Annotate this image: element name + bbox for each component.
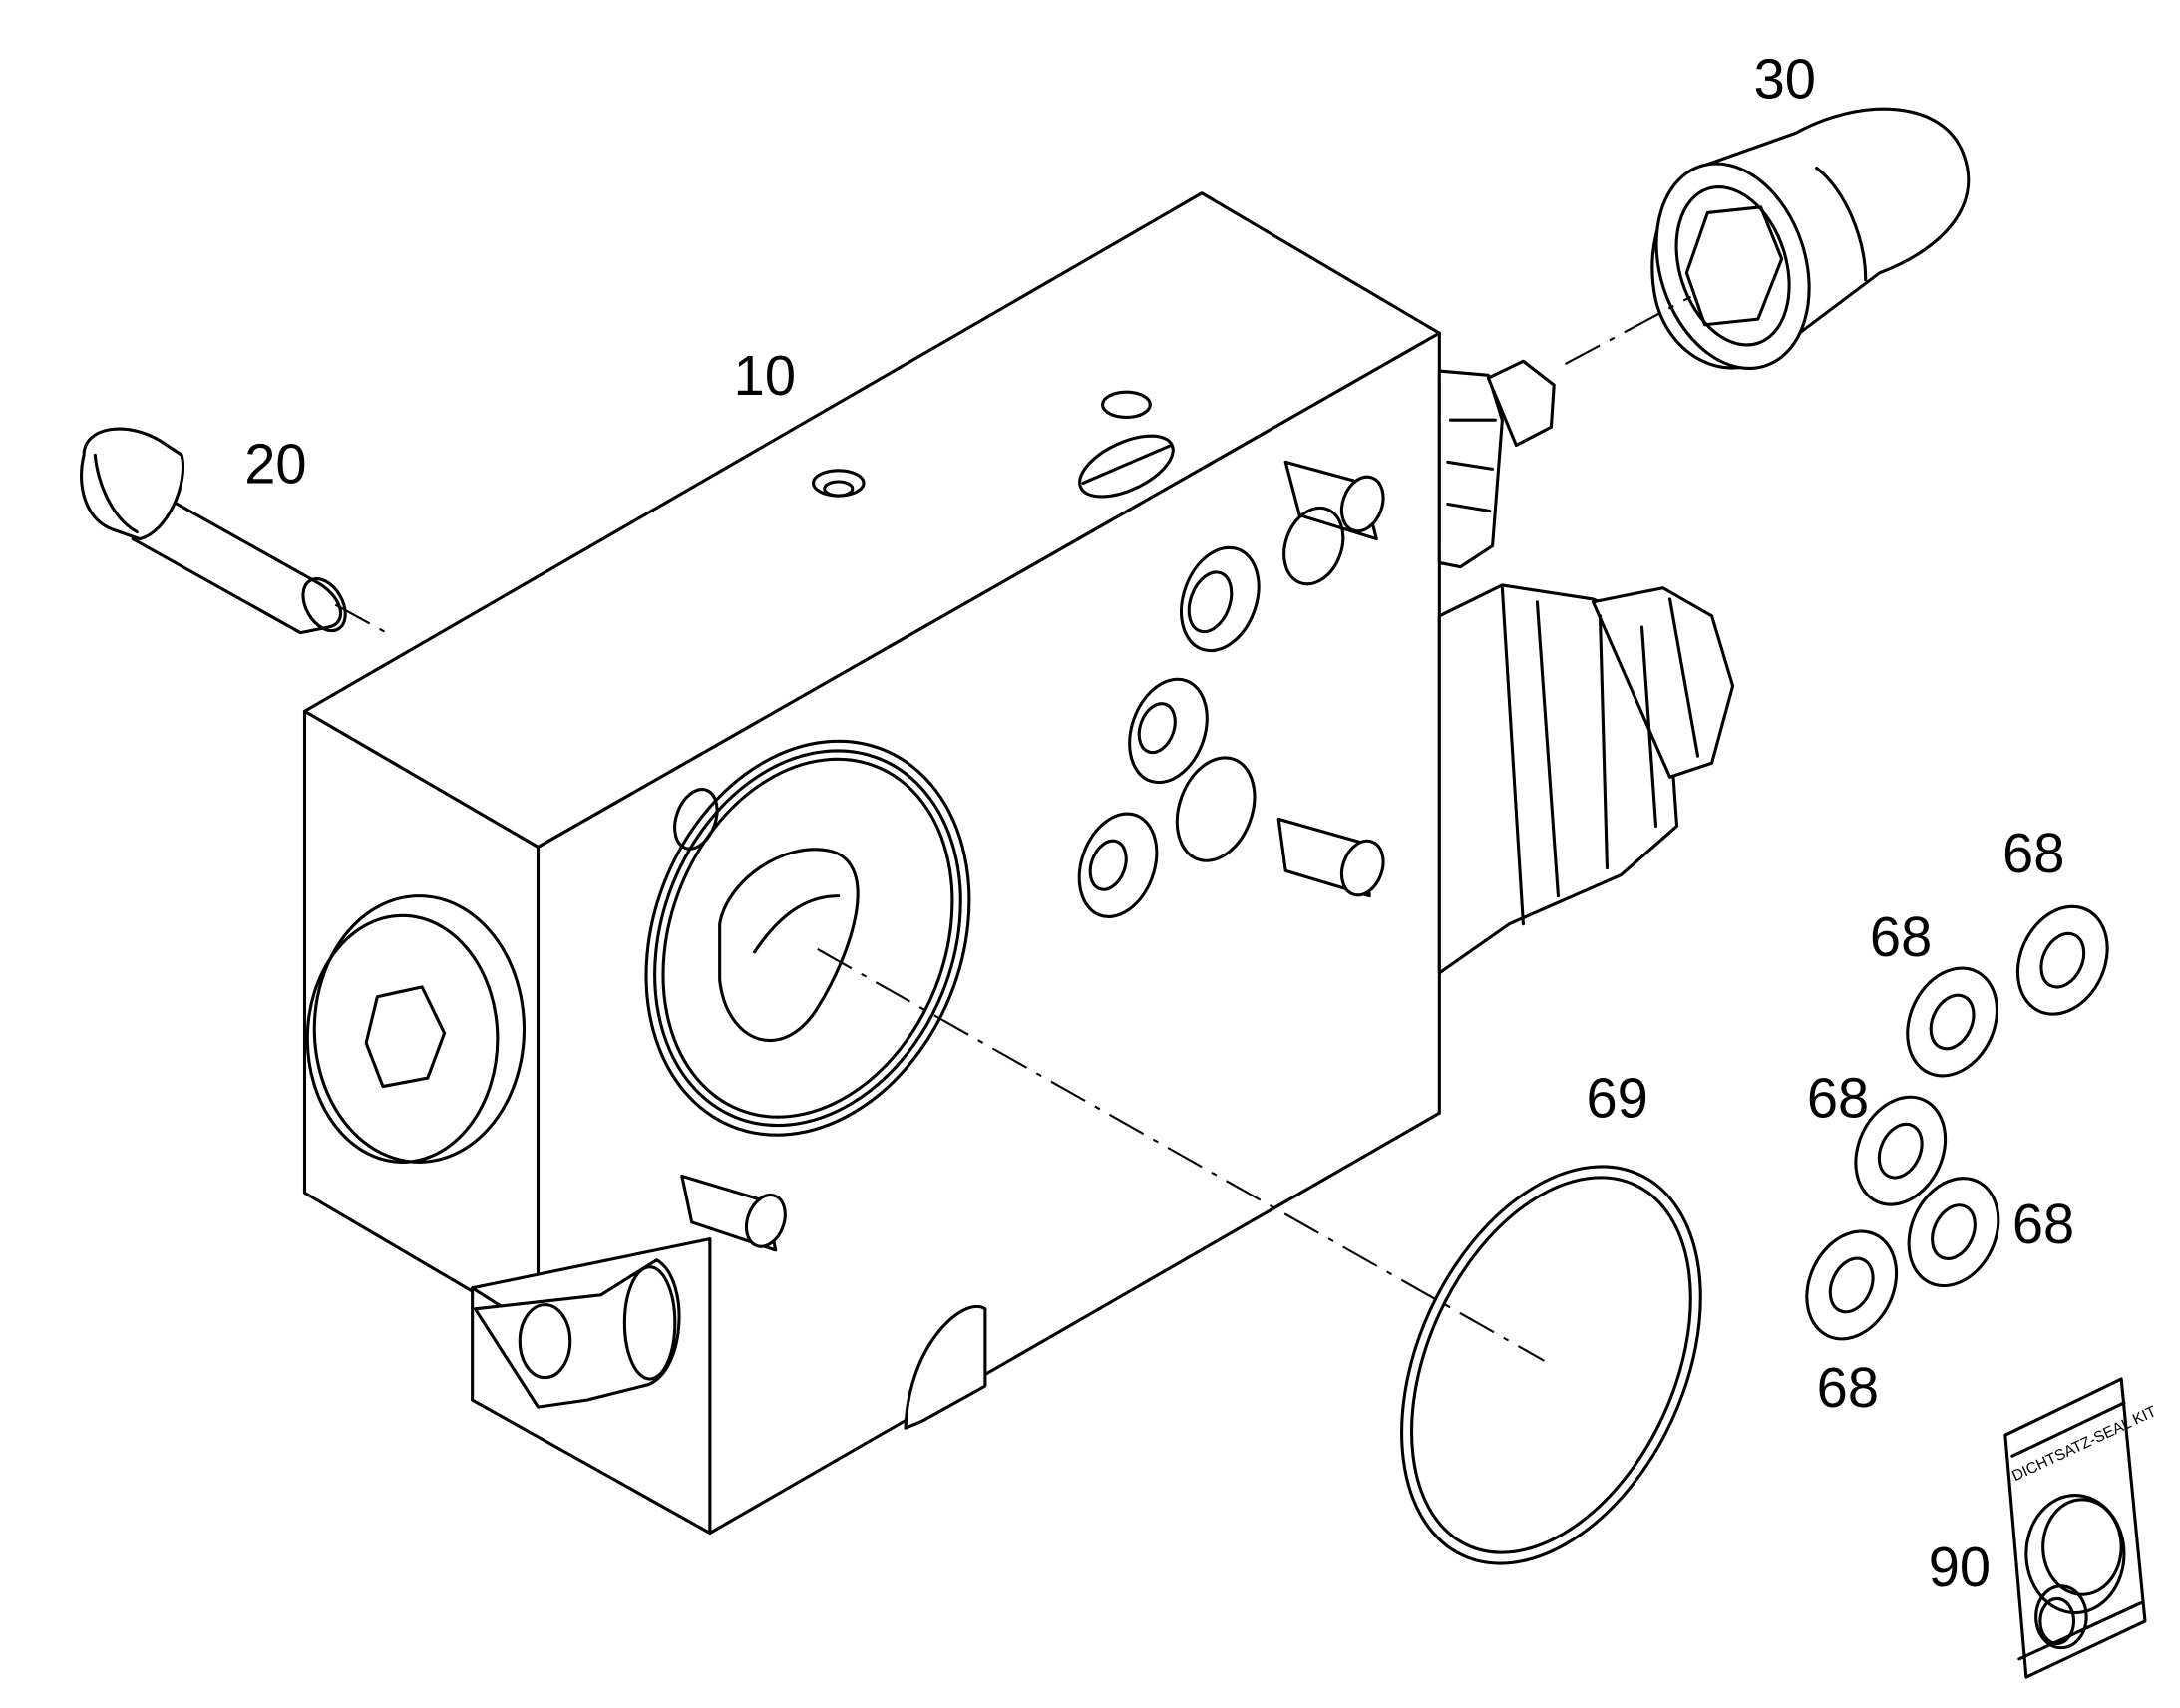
o-ring-part	[1400, 1165, 1702, 1565]
callout-68-b: 68	[1870, 905, 1932, 968]
callout-90: 90	[1929, 1536, 1991, 1598]
callout-68-d: 68	[2012, 1193, 2074, 1255]
screw-part	[80, 427, 347, 635]
seal-kit-bag: DICHTSATZ-SEAL KIT	[2003, 1377, 2159, 1679]
seal-washer-4	[1907, 1177, 2000, 1288]
callout-labels: 10 20 30 69 90 68 68 68 68 68	[244, 47, 2074, 1598]
callout-68-c: 68	[1807, 1066, 1869, 1129]
valve-body-part	[302, 191, 1441, 1536]
cap-part	[1650, 107, 1971, 370]
seal-washers	[1805, 904, 2109, 1341]
callout-10: 10	[734, 344, 796, 407]
seal-washer-3	[1854, 1095, 1948, 1206]
seal-washer-5	[1805, 1229, 1899, 1341]
center-lines	[334, 295, 1692, 1362]
seal-washer-2	[1906, 966, 1998, 1078]
callout-68-a: 68	[2002, 822, 2064, 884]
seal-washer-1	[2015, 904, 2109, 1016]
callout-68-e: 68	[1817, 1356, 1879, 1419]
callout-69: 69	[1586, 1066, 1647, 1129]
callout-30: 30	[1754, 47, 1816, 110]
callout-20: 20	[244, 432, 306, 495]
cartridge-valves	[1437, 359, 1735, 975]
